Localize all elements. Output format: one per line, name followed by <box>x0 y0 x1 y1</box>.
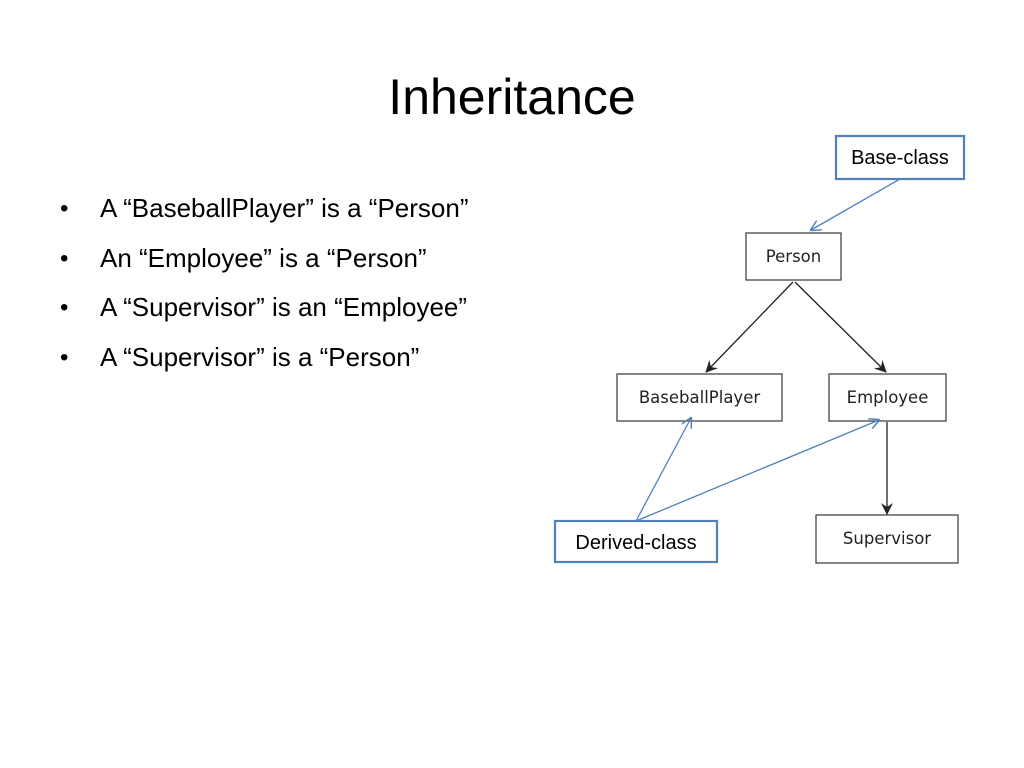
class-person: Person <box>745 232 842 281</box>
base-class-callout: Base-class <box>834 134 966 181</box>
base-class-label: Base-class <box>851 147 949 169</box>
bullet-text: A “BaseballPlayer” is a “Person” <box>100 193 469 223</box>
bullet-text: A “Supervisor” is a “Person” <box>100 341 420 372</box>
bullet-list: • A “BaseballPlayer” is a “Person” • An … <box>56 184 468 382</box>
bullet-item: • A “Supervisor” is an “Employee” <box>56 283 468 333</box>
bullet-text: An “Employee” is a “Person” <box>100 242 427 273</box>
edge-person-employee <box>794 281 887 373</box>
bullet-icon: • <box>60 195 69 222</box>
bullet-item: • A “Supervisor” is a “Person” <box>56 333 468 383</box>
class-supervisor: Supervisor <box>815 514 959 564</box>
class-baseballplayer-label: BaseballPlayer <box>639 388 760 407</box>
class-employee: Employee <box>828 373 947 422</box>
class-baseballplayer: BaseballPlayer <box>616 373 783 422</box>
base-class-pointer <box>811 178 901 230</box>
bullet-icon: • <box>60 343 69 371</box>
derived-class-pointer-baseballplayer <box>635 418 691 522</box>
bullet-icon: • <box>60 244 69 272</box>
bullet-item: • An “Employee” is a “Person” <box>56 234 468 284</box>
class-person-label: Person <box>766 247 821 266</box>
derived-class-label: Derived-class <box>575 532 696 554</box>
derived-class-pointer-employee <box>635 420 879 522</box>
slide-title: Inheritance <box>388 69 636 125</box>
bullet-icon: • <box>60 294 69 321</box>
edge-person-baseballplayer <box>705 281 794 373</box>
class-employee-label: Employee <box>847 388 929 407</box>
bullet-text: A “Supervisor” is an “Employee” <box>100 292 468 322</box>
bullet-item: • A “BaseballPlayer” is a “Person” <box>56 184 468 234</box>
derived-class-callout: Derived-class <box>553 519 719 564</box>
class-supervisor-label: Supervisor <box>843 529 931 548</box>
